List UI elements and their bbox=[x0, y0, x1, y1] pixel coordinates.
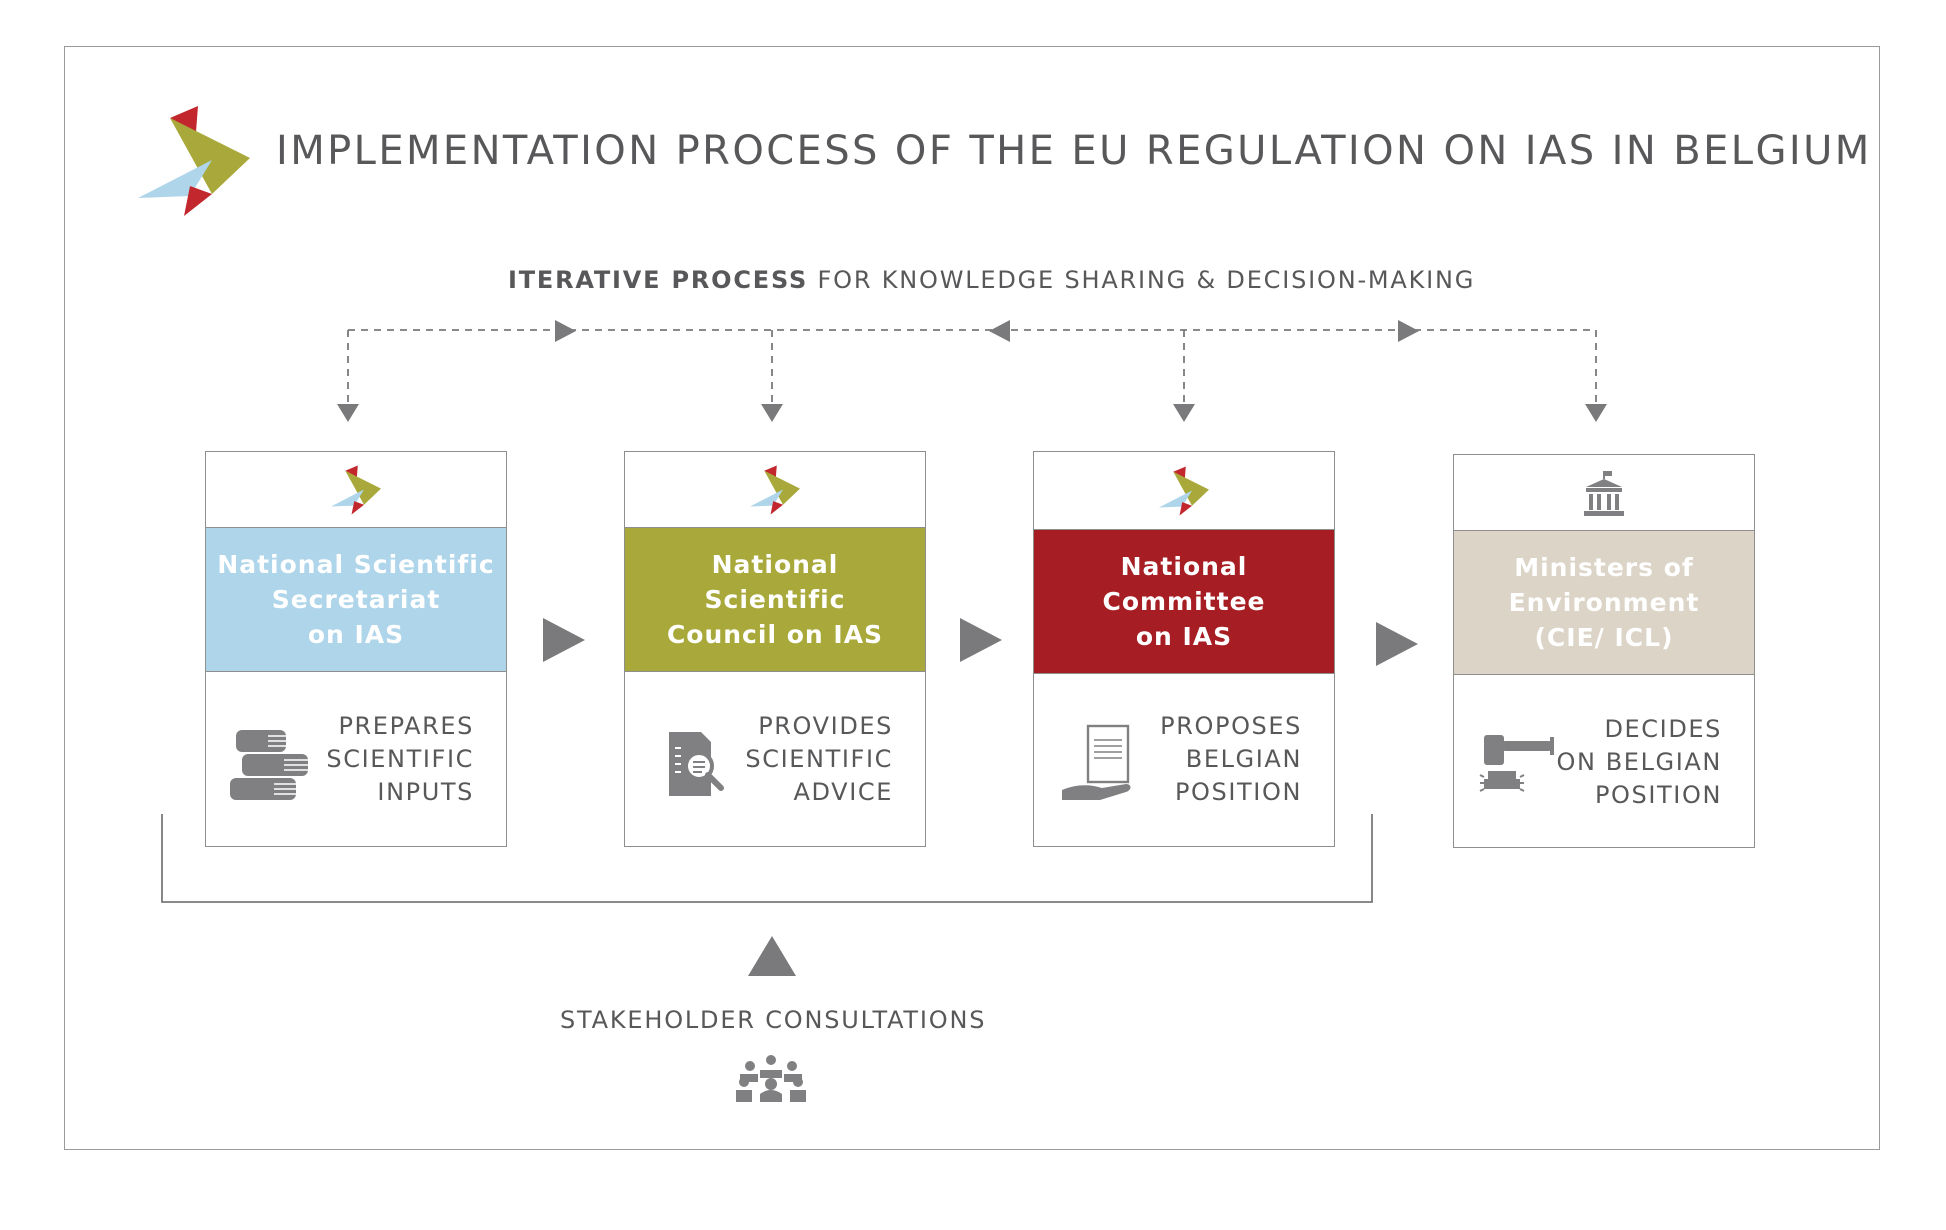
step-name-band: National Scientific Secretariat on IAS bbox=[206, 528, 506, 672]
iterative-process-caption: ITERATIVE PROCESS FOR KNOWLEDGE SHARING … bbox=[508, 266, 1475, 294]
right-arrowhead-2 bbox=[1398, 320, 1419, 342]
down-arrow-4 bbox=[1585, 404, 1607, 422]
parliament-icon bbox=[1584, 470, 1624, 516]
people-meeting-icon bbox=[736, 1055, 806, 1102]
step-name-band: Ministers of Environment (CIE/ ICL) bbox=[1454, 531, 1754, 675]
right-arrowhead-1 bbox=[555, 320, 576, 342]
gavel-icon bbox=[1479, 735, 1554, 792]
step-name: National Scientific Council on IAS bbox=[666, 550, 884, 649]
card-header bbox=[1034, 452, 1334, 530]
card-header bbox=[1454, 455, 1754, 531]
logo-icon bbox=[138, 106, 250, 216]
step-card-ministers: Ministers of Environment (CIE/ ICL) DECI… bbox=[1453, 454, 1755, 848]
step-action: PROVIDES SCIENTIFIC ADVICE bbox=[745, 712, 893, 806]
step-card-secretariat: National Scientific Secretariat on IAS P… bbox=[205, 451, 507, 847]
card-header bbox=[625, 452, 925, 528]
step-name-band: National Scientific Council on IAS bbox=[625, 528, 925, 672]
card-body: PROVIDES SCIENTIFIC ADVICE bbox=[625, 672, 925, 846]
flow-arrow-3 bbox=[1376, 622, 1418, 666]
iterative-process-bold: ITERATIVE PROCESS bbox=[508, 266, 809, 294]
stakeholder-bracket bbox=[161, 814, 1373, 903]
step-action: PROPOSES BELGIAN POSITION bbox=[1160, 712, 1302, 806]
down-arrow-2 bbox=[761, 404, 783, 422]
down-arrow-1 bbox=[337, 404, 359, 422]
logo-icon bbox=[1159, 465, 1209, 516]
flow-arrow-2 bbox=[960, 618, 1002, 662]
iterative-process-rest: FOR KNOWLEDGE SHARING & DECISION-MAKING bbox=[808, 266, 1476, 294]
step-name: National Scientific Secretariat on IAS bbox=[217, 550, 495, 649]
card-body: PREPARES SCIENTIFIC INPUTS bbox=[206, 672, 506, 846]
card-body: DECIDES ON BELGIAN POSITION bbox=[1454, 675, 1754, 849]
diagram-frame bbox=[64, 46, 1880, 1150]
down-arrow-3 bbox=[1173, 404, 1195, 422]
books-icon bbox=[230, 730, 308, 800]
diagram-title: IMPLEMENTATION PROCESS OF THE EU REGULAT… bbox=[276, 128, 1872, 174]
logo-icon bbox=[750, 464, 800, 515]
flow-arrow-1 bbox=[543, 618, 585, 662]
step-name: National Committee on IAS bbox=[1102, 552, 1266, 651]
stakeholder-label: STAKEHOLDER CONSULTATIONS bbox=[560, 1006, 987, 1034]
left-arrowhead bbox=[989, 320, 1010, 342]
step-card-council: National Scientific Council on IAS PROVI… bbox=[624, 451, 926, 847]
card-header bbox=[206, 452, 506, 528]
step-name: Ministers of Environment (CIE/ ICL) bbox=[1508, 553, 1700, 652]
step-name-band: National Committee on IAS bbox=[1034, 530, 1334, 674]
document-search-icon bbox=[669, 732, 724, 796]
card-body: PROPOSES BELGIAN POSITION bbox=[1034, 672, 1334, 846]
step-action: DECIDES ON BELGIAN POSITION bbox=[1556, 715, 1722, 809]
document-hand-icon bbox=[1062, 724, 1131, 800]
stakeholder-up-arrow bbox=[748, 936, 796, 976]
logo-icon bbox=[331, 464, 381, 515]
step-action: PREPARES SCIENTIFIC INPUTS bbox=[326, 712, 474, 806]
step-card-committee: National Committee on IAS PROPOSES BELGI… bbox=[1033, 451, 1335, 847]
